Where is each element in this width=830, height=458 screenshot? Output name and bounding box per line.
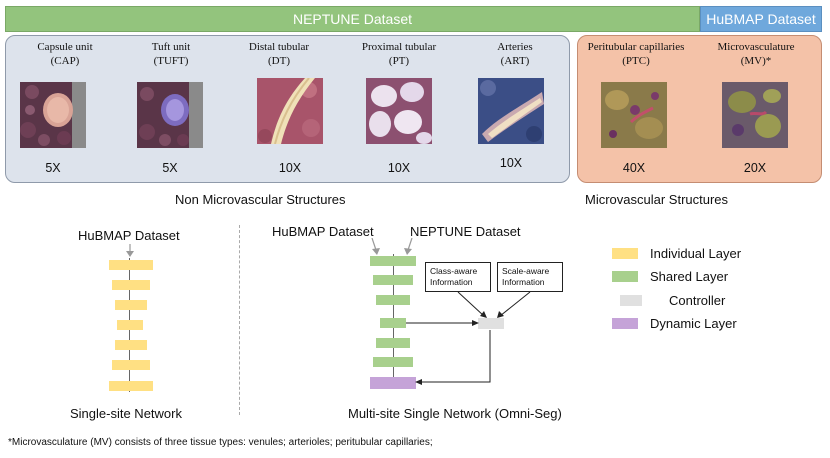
single-site-input-arrow [126,244,134,257]
tile-title-tuft: Tuft unit(TUFT) [151,41,191,67]
mag-mv: 20X [743,161,767,175]
legend-label-dynamic: Dynamic Layer [650,316,737,331]
non-microvascular-caption: Non Microvascular Structures [175,192,346,207]
shared-layer [373,275,413,285]
individual-layer [115,300,147,310]
individual-layer [115,340,147,350]
capsule-tissue-image [20,82,86,148]
individual-layer [109,260,153,270]
multi-site-input-arrows [371,238,413,255]
tile-title-dt: Distal tubular(DT) [248,41,310,67]
shared-layer [376,295,410,305]
dynamic-layer [370,377,416,389]
mag-tuft: 5X [162,161,178,175]
controller [478,318,504,329]
mag-pt: 10X [387,161,411,175]
scale-aware-info-box: Scale-aware Information [497,262,563,292]
neptune-dataset-banner: NEPTUNE Dataset [5,6,700,32]
tuft-tissue-image [137,82,203,148]
tile-title-cap: Capsule unit(CAP) [37,41,93,67]
tile-title-mv: Microvasculature(MV)* [717,41,795,67]
legend-label-shared: Shared Layer [650,269,729,284]
mag-cap: 5X [45,161,61,175]
microvascular-caption: Microvascular Structures [585,192,729,207]
tile-title-pt: Proximal tubular(PT) [361,41,437,67]
hubmap-dataset-banner: HuBMAP Dataset [700,6,822,32]
proximal-tubular-tissue-image [366,78,432,144]
controller-connections [406,291,531,385]
shared-layer [376,338,410,348]
shared-layer [373,357,413,367]
single-site-network-title: Single-site Network [70,406,182,421]
legend-swatch-controller [620,295,642,306]
footnote: *Microvasculature (MV) consists of three… [8,437,433,448]
mag-dt: 10X [278,161,302,175]
multi-site-hubmap-label: HuBMAP Dataset [272,224,374,239]
legend-swatch-shared [612,271,638,282]
multi-site-backbone [393,254,394,378]
multi-site-network-title: Multi-site Single Network (Omni-Seg) [348,406,562,421]
class-aware-info-box: Class-aware Information [425,262,491,292]
individual-layer [112,280,150,290]
ptc-tissue-image [601,82,667,148]
mag-ptc: 40X [622,161,646,175]
individual-layer [117,320,143,330]
legend-swatch-dynamic [612,318,638,329]
individual-layer [112,360,150,370]
distal-tubular-tissue-image [257,78,323,144]
tile-title-art: Arteries(ART) [497,41,533,67]
mag-art: 10X [499,156,523,170]
multi-site-neptune-label: NEPTUNE Dataset [410,224,521,239]
shared-layer [370,256,416,266]
section-divider [239,225,240,415]
individual-layer [109,381,153,391]
mv-tissue-image [722,82,788,148]
arteries-tissue-image [478,78,544,144]
legend-swatch-individual [612,248,638,259]
legend-label-controller: Controller [669,293,726,308]
tile-title-ptc: Peritubular capillaries(PTC) [587,41,685,67]
single-site-dataset-label: HuBMAP Dataset [78,228,180,243]
legend-label-individual: Individual Layer [650,246,742,261]
shared-layer [380,318,406,328]
